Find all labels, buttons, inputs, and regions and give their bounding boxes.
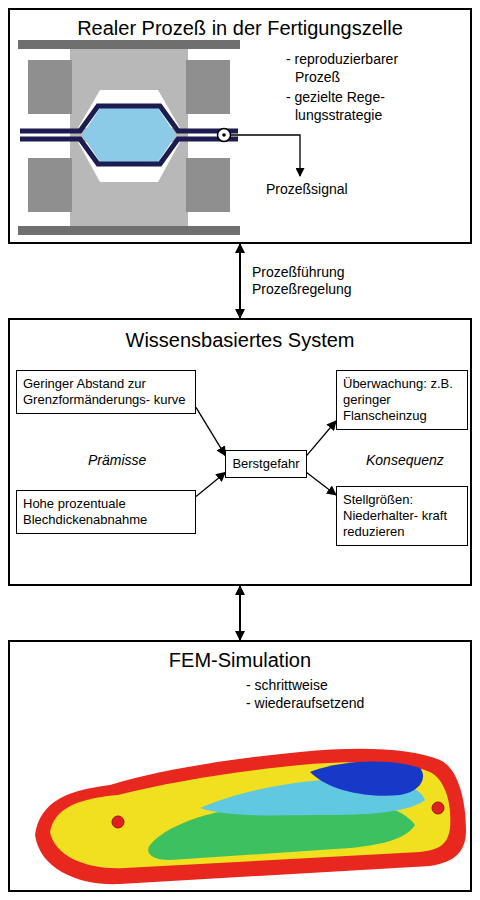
signal-label: Prozeßsignal — [264, 181, 350, 198]
fem-zone — [50, 762, 450, 868]
premise-box: Geringer Abstand zur Grenzformänderungs-… — [16, 370, 196, 414]
blank-holder — [28, 158, 72, 212]
panel-title: FEM-Simulation — [10, 648, 470, 673]
fem-zone — [310, 762, 423, 796]
consequence-box: Stellgrößen: Niederhalter- kraft reduzie… — [336, 486, 468, 546]
signal-leader — [231, 135, 300, 176]
sensor — [218, 129, 231, 142]
bullet-item: - wiederaufsetzend — [246, 694, 455, 712]
box-text: Berstgefahr — [232, 456, 299, 472]
consequence-box: Überwachung: z.B. geringer Flanscheinzug — [336, 370, 468, 430]
box-text: Geringer Abstand zur Grenzformänderungs-… — [23, 376, 189, 408]
fem-hotspot — [112, 816, 124, 828]
box-text: Überwachung: z.B. geringer Flanscheinzug — [343, 376, 461, 424]
panel-title: Wissensbasiertes System — [10, 328, 470, 353]
edge-label: Prozeßführung Prozeßregelung — [250, 264, 374, 298]
inference-arrow — [307, 421, 336, 456]
box-text: Stellgrößen: Niederhalter- kraft reduzie… — [343, 492, 461, 540]
press-plate — [18, 40, 240, 49]
fem-hotspot — [432, 802, 444, 814]
fem-part — [35, 749, 466, 884]
box-text: Hohe prozentuale Blechdickenabnahme — [23, 496, 189, 528]
forming-die — [18, 40, 300, 235]
bullet-item: - gezielte Rege- lungsstrategie — [286, 88, 445, 124]
panel-title: Realer Prozeß in der Fertigungszelle — [10, 16, 470, 41]
process-panel: Realer Prozeß in der Fertigungszelle - re… — [8, 8, 472, 244]
double-arrow — [239, 244, 241, 318]
blank-holder — [186, 158, 230, 212]
section-label: Konsequenz — [364, 452, 446, 469]
conclusion-box: Berstgefahr — [225, 450, 306, 478]
inference-arrow — [196, 407, 225, 455]
fluid — [82, 108, 176, 162]
sheet-metal — [20, 106, 238, 131]
section-label: Prämisse — [86, 452, 148, 469]
die-body — [70, 49, 188, 226]
bullet-item: - reproduzierbarer Prozeß — [286, 50, 445, 86]
simulation-panel: FEM-Simulation - schrittweise- wiederaufs… — [8, 640, 472, 892]
blank-holder — [186, 60, 230, 114]
premise-box: Hohe prozentuale Blechdickenabnahme — [16, 490, 196, 534]
blank-holder — [28, 60, 72, 114]
inference-arrow — [307, 472, 336, 495]
press-plate — [18, 226, 240, 235]
sheet-metal — [20, 139, 238, 164]
double-arrow — [239, 586, 241, 640]
bullet-item: - schrittweise — [246, 676, 455, 694]
sensor — [222, 133, 226, 137]
fem-zone — [35, 749, 466, 884]
inference-arrow — [196, 472, 225, 496]
